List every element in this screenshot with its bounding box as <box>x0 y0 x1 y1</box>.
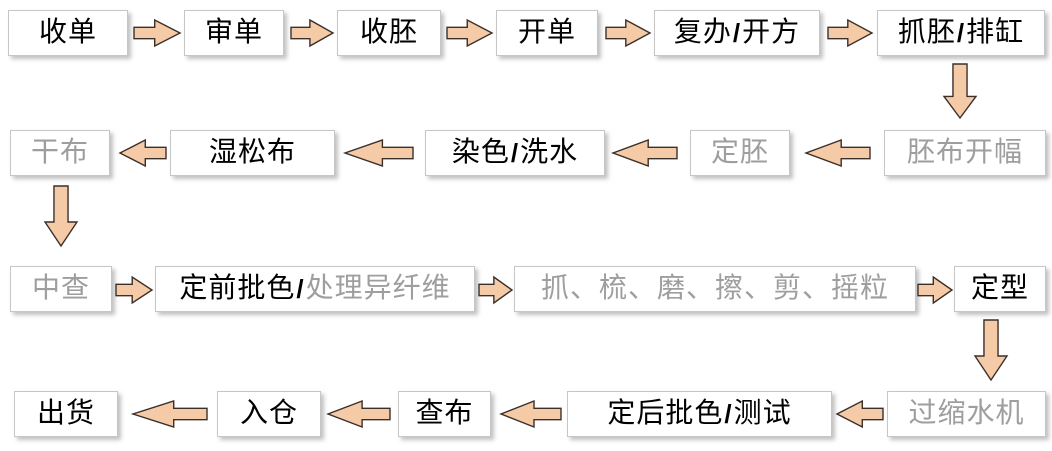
process-node-n9[interactable]: 染色/洗水 <box>425 130 605 176</box>
arrow-left-icon <box>499 399 562 429</box>
node-label-separator: / <box>296 274 305 304</box>
process-node-n8[interactable]: 湿松布 <box>170 130 335 176</box>
process-node-n15[interactable]: 定型 <box>954 266 1046 312</box>
process-node-n1[interactable]: 收单 <box>8 10 128 56</box>
process-node-n7[interactable]: 干布 <box>10 130 110 176</box>
node-label: 胚布开幅 <box>906 137 1023 168</box>
arrow-left-icon <box>610 138 678 168</box>
process-node-n11[interactable]: 胚布开幅 <box>884 130 1046 176</box>
node-label: 抓、梳、磨、擦、剪、摇粒 <box>540 273 889 304</box>
node-label-separator: / <box>510 138 520 168</box>
process-node-n10[interactable]: 定胚 <box>690 130 790 176</box>
arrow-right-icon <box>133 18 182 48</box>
process-node-n20[interactable]: 过缩水机 <box>887 391 1046 437</box>
process-node-n3[interactable]: 收胚 <box>337 10 441 56</box>
process-node-n4[interactable]: 开单 <box>496 10 598 56</box>
node-label-separator: / <box>724 399 733 429</box>
arrow-right-icon <box>478 275 514 305</box>
arrow-right-icon <box>917 275 954 305</box>
arrow-right-icon <box>115 275 154 305</box>
node-label: 出货 <box>36 398 95 429</box>
process-node-n5[interactable]: 复办/开方 <box>654 10 820 56</box>
arrow-right-icon <box>290 18 335 48</box>
arrow-left-icon <box>326 399 391 429</box>
process-node-n6[interactable]: 抓胚/排缸 <box>877 10 1045 56</box>
arrow-left-icon <box>803 138 871 168</box>
arrow-left-icon <box>342 139 414 167</box>
process-node-n13[interactable]: 定前批色/处理异纤维 <box>155 266 475 312</box>
node-label-segment: 抓胚 <box>897 17 956 48</box>
arrow-right-icon <box>605 18 652 48</box>
arrow-left-icon <box>130 400 208 428</box>
node-label: 过缩水机 <box>908 398 1025 429</box>
node-label: 审单 <box>204 17 263 48</box>
node-label-segment: 定后批色 <box>607 398 724 429</box>
process-node-n2[interactable]: 审单 <box>184 10 284 56</box>
node-label-segment: 洗水 <box>520 137 579 168</box>
node-label-segment: 定前批色 <box>179 273 296 304</box>
node-label: 入仓 <box>239 398 298 429</box>
node-label: 收单 <box>38 17 97 48</box>
node-label: 收胚 <box>359 17 418 48</box>
arrow-down-icon <box>942 63 978 120</box>
node-label: 定胚 <box>710 137 769 168</box>
node-label-segment: 测试 <box>733 398 792 429</box>
node-label-segment: 排缸 <box>966 17 1025 48</box>
process-node-n12[interactable]: 中查 <box>10 266 112 312</box>
node-label-separator: / <box>732 18 742 48</box>
process-node-n16[interactable]: 出货 <box>14 391 118 437</box>
node-label: 开单 <box>517 17 576 48</box>
node-label: 干布 <box>30 137 89 168</box>
process-node-n14[interactable]: 抓、梳、磨、擦、剪、摇粒 <box>514 266 916 312</box>
process-node-n17[interactable]: 入仓 <box>217 391 321 437</box>
arrow-right-icon <box>827 18 874 48</box>
node-label-segment: 处理异纤维 <box>305 273 451 304</box>
node-label: 湿松布 <box>208 137 296 168</box>
arrow-right-icon <box>446 18 494 48</box>
node-label: 定型 <box>970 273 1029 304</box>
arrow-down-icon <box>43 185 79 248</box>
node-label: 中查 <box>31 273 90 304</box>
node-label-segment: 复办 <box>673 17 732 48</box>
node-label-separator: / <box>956 18 966 48</box>
arrow-left-icon <box>835 399 884 429</box>
arrow-left-icon <box>118 138 167 168</box>
node-label: 查布 <box>415 398 474 429</box>
node-label-segment: 染色 <box>451 137 510 168</box>
process-node-n18[interactable]: 查布 <box>398 391 491 437</box>
node-label-segment: 开方 <box>742 17 801 48</box>
arrow-down-icon <box>973 319 1009 382</box>
process-node-n19[interactable]: 定后批色/测试 <box>567 391 832 437</box>
